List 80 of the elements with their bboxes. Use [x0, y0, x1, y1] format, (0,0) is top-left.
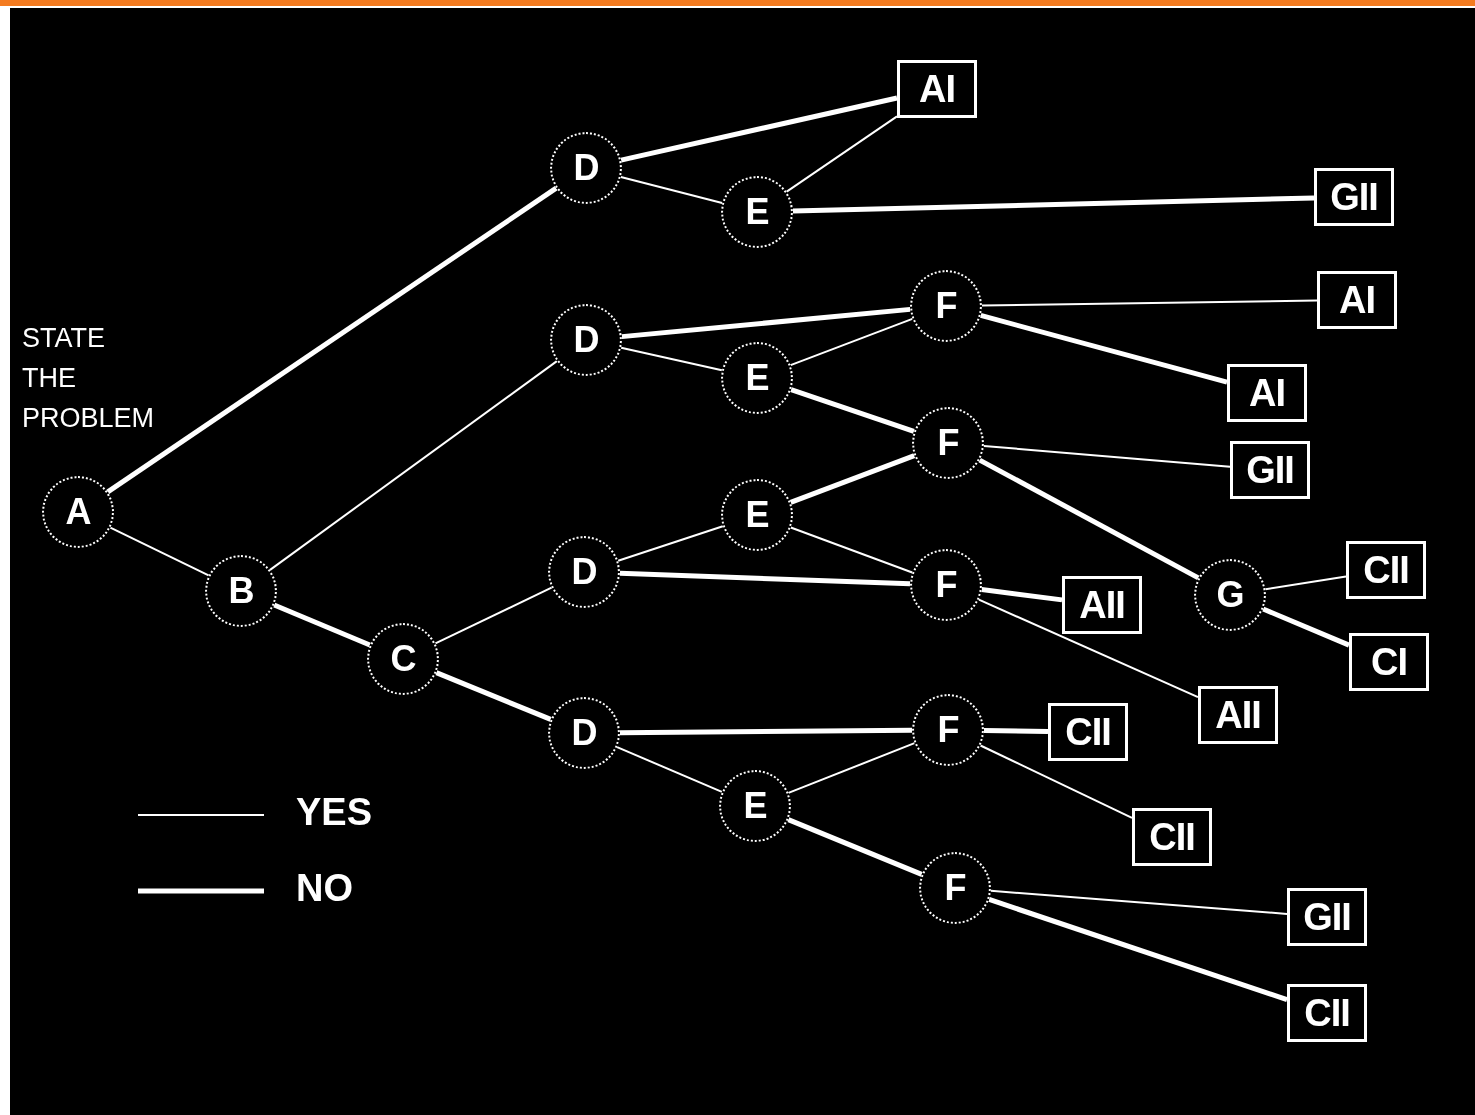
outcome-box	[1227, 364, 1307, 422]
yes-branch-line	[979, 744, 1133, 819]
node-label: AI	[1339, 278, 1375, 322]
no-branch-line	[981, 587, 1063, 603]
no-branch-line	[619, 570, 911, 587]
outcome-box	[1287, 888, 1367, 946]
no-branch-line	[621, 306, 911, 340]
node-label: F	[944, 867, 966, 909]
node-label: E	[745, 494, 769, 536]
node-label: AII	[1215, 693, 1261, 737]
node-label: F	[935, 564, 957, 606]
node-label: D	[573, 319, 599, 361]
yes-branch-line	[1264, 575, 1347, 591]
no-branch-line	[787, 817, 923, 877]
node-label: CII	[1304, 991, 1350, 1035]
no-branch-line	[792, 195, 1315, 214]
legend-text: NO	[296, 867, 353, 910]
node-label: D	[571, 551, 597, 593]
outcome-box	[1132, 808, 1212, 866]
yes-branch-line	[619, 175, 724, 205]
node-label: CII	[1363, 548, 1409, 592]
node-label: GII	[1246, 448, 1294, 492]
outcome-box	[1314, 168, 1394, 226]
no-branch-line	[983, 728, 1049, 734]
no-branch-line	[435, 670, 552, 722]
no-branch-line	[106, 186, 558, 494]
yes-branch-line	[434, 586, 553, 645]
node-label: E	[745, 191, 769, 233]
node-label: CII	[1149, 815, 1195, 859]
node-label: D	[571, 712, 597, 754]
outcome-box	[1062, 576, 1142, 634]
node-label: B	[228, 570, 254, 612]
node-label: E	[743, 785, 767, 827]
node-label: F	[937, 709, 959, 751]
outcome-box	[897, 60, 977, 118]
node-label: CII	[1065, 710, 1111, 754]
node-label: CI	[1371, 640, 1407, 684]
node-label: AII	[1079, 583, 1125, 627]
yes-branch-line	[981, 299, 1318, 307]
node-label: F	[935, 285, 957, 327]
no-branch-line	[620, 727, 912, 736]
no-branch-line	[620, 95, 898, 163]
node-label: AI	[1249, 371, 1285, 415]
yes-branch-line	[977, 598, 1199, 699]
no-branch-line	[789, 453, 916, 505]
yes-branch-line	[789, 317, 914, 367]
node-label: F	[937, 422, 959, 464]
yes-branch-line	[269, 360, 558, 571]
no-branch-line	[790, 387, 915, 434]
outcome-box	[1346, 541, 1426, 599]
problem-note: STATE THE PROBLEM	[22, 322, 155, 435]
legend-text: YES	[296, 791, 373, 834]
node-label: G	[1216, 574, 1244, 616]
outcome-box	[1230, 441, 1310, 499]
yes-branch-line	[787, 742, 916, 794]
node-label: GII	[1330, 175, 1378, 219]
outcome-box	[1287, 984, 1367, 1042]
node-label: C	[390, 638, 416, 680]
yes-branch-line	[789, 526, 914, 574]
node-label: A	[65, 491, 91, 533]
outcome-box	[1048, 703, 1128, 761]
node-label: D	[573, 147, 599, 189]
yes-branch-line	[785, 115, 898, 193]
yes-branch-line	[617, 525, 724, 562]
outcome-box	[1349, 633, 1429, 691]
no-branch-line	[988, 897, 1288, 1002]
no-branch-line	[978, 457, 1200, 581]
yes-branch-line	[989, 889, 1288, 915]
yes-branch-line	[616, 746, 723, 793]
yes-branch-line	[982, 445, 1231, 468]
outcome-box	[1317, 271, 1397, 329]
no-branch-line	[980, 313, 1228, 385]
outcome-box	[1198, 686, 1278, 744]
node-label: AI	[919, 67, 955, 111]
node-label: E	[745, 357, 769, 399]
yes-branch-line	[109, 526, 210, 577]
no-branch-line	[273, 602, 371, 648]
yes-branch-line	[620, 346, 723, 372]
node-label: GII	[1303, 895, 1351, 939]
no-branch-line	[1262, 606, 1350, 648]
